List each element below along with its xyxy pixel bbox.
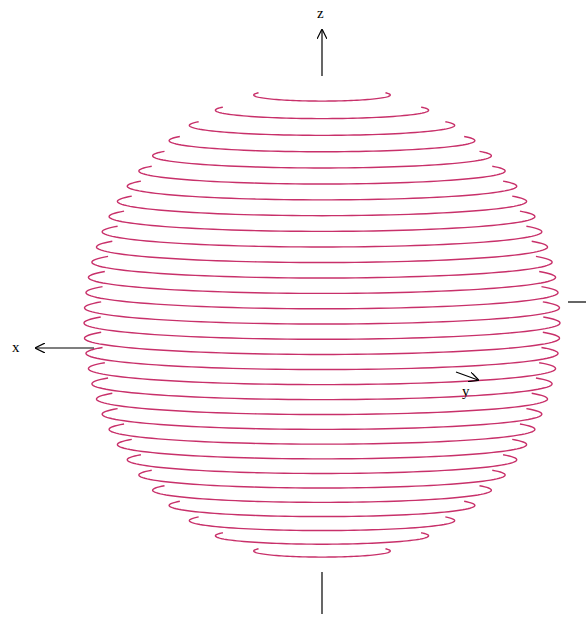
latitude-ring [88, 272, 555, 294]
latitude-ring [215, 107, 428, 118]
latitude-ring [85, 302, 560, 324]
latitude-ring [102, 409, 542, 430]
latitude-ring [153, 486, 492, 503]
latitude-ring [117, 196, 526, 216]
latitude-ring [86, 347, 558, 369]
axis-label: z [317, 6, 324, 21]
latitude-ring [96, 241, 547, 262]
latitude-ring [86, 287, 558, 309]
latitude-rings [84, 93, 560, 557]
latitude-ring [84, 317, 560, 339]
axis-label: x [12, 340, 20, 355]
latitude-ring [169, 136, 475, 151]
latitude-ring [153, 151, 492, 168]
latitude-ring [127, 181, 516, 200]
axis-label: y [462, 384, 470, 399]
x-axis [36, 347, 94, 348]
latitude-ring [254, 549, 391, 557]
latitude-ring [96, 393, 547, 414]
latitude-ring [169, 501, 475, 516]
latitude-ring [92, 378, 552, 400]
axes [36, 30, 586, 614]
latitude-ring [254, 93, 391, 101]
latitude-ring [92, 256, 552, 278]
latitude-ring [117, 439, 526, 459]
latitude-ring [189, 122, 454, 136]
latitude-ring [88, 363, 555, 385]
latitude-ring [139, 166, 505, 184]
latitude-ring [215, 533, 428, 544]
latitude-ring [85, 332, 560, 354]
z-axis [321, 30, 322, 76]
latitude-ring [189, 517, 454, 531]
y-axis [456, 372, 478, 380]
y-axis-back [568, 301, 586, 302]
latitude-ring [109, 424, 535, 444]
z-axis-lower [321, 572, 322, 614]
latitude-ring [109, 211, 535, 231]
latitude-ring [102, 226, 542, 247]
latitude-ring [127, 455, 516, 474]
latitude-ring [139, 470, 505, 488]
